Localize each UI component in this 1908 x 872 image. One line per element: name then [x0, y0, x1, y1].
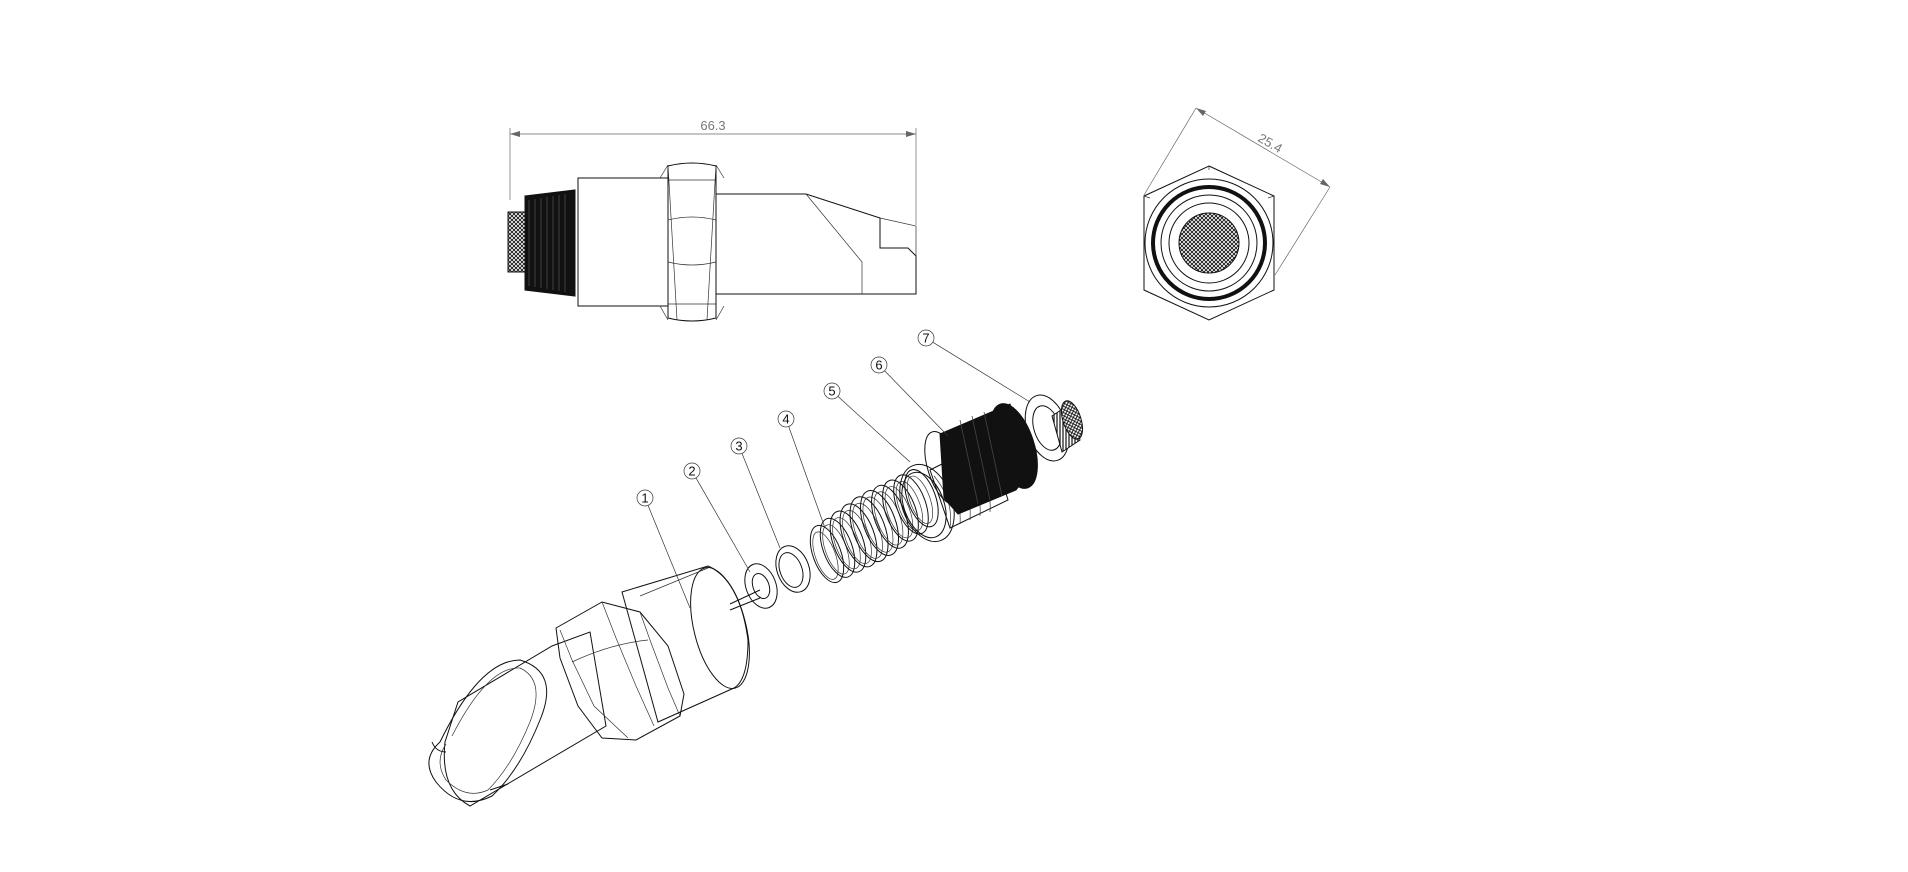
spring-coil — [893, 474, 929, 535]
part-7-filter — [1024, 394, 1084, 462]
side-spout — [715, 193, 917, 295]
balloon-1: 1 — [636, 489, 691, 609]
balloon-circle — [777, 410, 795, 428]
balloon-4: 4 — [777, 410, 826, 529]
balloon-label: 6 — [875, 358, 882, 373]
balloon-leader — [884, 370, 949, 437]
spring-coil-inner — [842, 510, 872, 564]
balloon-label: 7 — [922, 331, 929, 346]
part-6-housing — [924, 403, 1038, 529]
spring-coil-inner — [906, 475, 934, 524]
spring-coil — [819, 517, 856, 578]
side-hex-nut — [659, 162, 725, 322]
balloon-circle — [917, 329, 935, 347]
side-filter — [507, 189, 576, 297]
balloon-leader — [837, 396, 911, 463]
balloon-3: 3 — [730, 437, 781, 549]
balloon-label: 5 — [828, 384, 835, 399]
balloon-leader — [741, 453, 781, 549]
exploded-view: 1 2 3 4 5 6 7 — [428, 329, 1084, 807]
spring-coil — [882, 479, 919, 542]
balloon-circle — [683, 462, 701, 480]
balloon-label: 4 — [782, 412, 789, 427]
balloons: 1 2 3 4 5 6 7 — [636, 329, 1031, 609]
part-2-washer — [729, 563, 778, 611]
spring-coil — [904, 469, 939, 528]
balloon-5: 5 — [823, 382, 911, 463]
spring-coil — [829, 510, 867, 573]
balloon-circle — [870, 356, 888, 374]
spring-coil-inner — [852, 502, 883, 559]
balloon-leader — [788, 426, 826, 529]
balloon-6: 6 — [870, 356, 949, 437]
balloon-leader — [932, 341, 1031, 403]
spring-coil — [859, 490, 900, 556]
spring-coil — [849, 496, 889, 563]
part-4-spring — [809, 469, 939, 584]
end-view: 25.4 — [1143, 107, 1331, 321]
balloon-leader — [647, 505, 691, 609]
balloon-circle — [730, 437, 748, 455]
spring-coil-inner — [884, 486, 914, 539]
balloon-circle — [636, 489, 654, 507]
spring-coil — [839, 503, 878, 568]
balloon-leader — [695, 477, 751, 573]
part-1-body — [428, 565, 750, 807]
balloon-label: 3 — [735, 439, 742, 454]
balloon-2: 2 — [683, 462, 751, 573]
side-view: 66.3 — [507, 118, 917, 322]
spring-coil-inner — [832, 517, 861, 570]
side-body — [577, 177, 669, 307]
part-3-oring — [775, 545, 811, 593]
balloon-circle — [823, 382, 841, 400]
end-filter-mesh — [1178, 212, 1240, 274]
spring-coil — [809, 524, 845, 584]
spring-coil-inner — [862, 496, 894, 553]
spring-coil-inner — [812, 531, 839, 580]
length-dimension: 66.3 — [509, 118, 917, 225]
length-dimension-label: 66.3 — [700, 118, 725, 133]
balloon-label: 1 — [641, 491, 648, 506]
balloon-7: 7 — [917, 329, 1031, 403]
balloon-label: 2 — [688, 464, 695, 479]
